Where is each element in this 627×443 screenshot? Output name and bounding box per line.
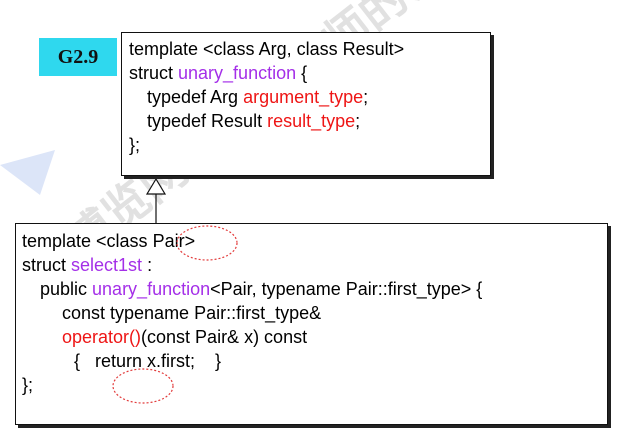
- keyword-unary-function: unary_function: [178, 63, 297, 83]
- expr-x-first: x.first: [147, 351, 191, 371]
- code-line: operator()(const Pair& x) const: [62, 327, 308, 347]
- watermark-logo-shape: [0, 150, 55, 195]
- inheritance-arrowhead: [145, 177, 167, 195]
- unary-function-code-box: template <class Arg, class Result> struc…: [121, 32, 491, 176]
- highlight-argument-type: argument_type: [243, 87, 364, 107]
- code-line: };: [22, 375, 34, 395]
- code-line: typedef Arg argument_type;: [147, 87, 369, 107]
- highlight-result-type: result_type: [267, 111, 356, 131]
- keyword-unary-function: unary_function: [92, 279, 211, 299]
- highlight-operator-call: operator(): [62, 327, 142, 347]
- code-line: struct unary_function {: [129, 63, 308, 83]
- keyword-select1st: select1st: [71, 255, 143, 275]
- code-line: { return x.first; }: [74, 351, 222, 371]
- code-line: const typename Pair::first_type&: [62, 303, 322, 323]
- code-line: public unary_function<Pair, typename Pai…: [40, 279, 483, 299]
- code-line: typedef Result result_type;: [147, 111, 361, 131]
- code-line: struct select1st :: [22, 255, 153, 275]
- version-badge-label: G2.9: [57, 45, 99, 68]
- code-line: template <class Arg, class Result>: [129, 39, 405, 59]
- code-line: template <class Pair>: [22, 231, 196, 251]
- version-badge: G2.9: [39, 38, 117, 76]
- select1st-code-box: template <class Pair> struct select1st :…: [15, 223, 608, 425]
- code-line: };: [129, 135, 141, 155]
- template-param-pair: Pair: [152, 231, 185, 251]
